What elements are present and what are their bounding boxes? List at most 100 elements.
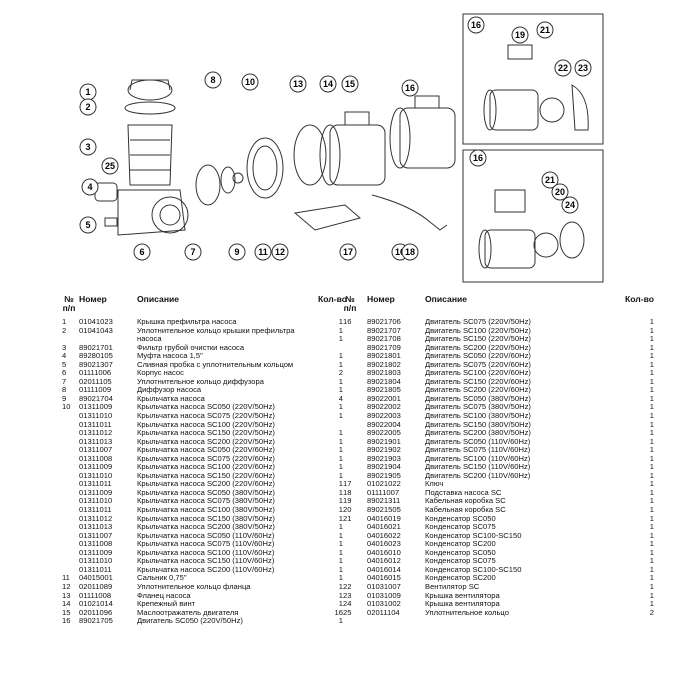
- part-description: Крышка вентилятора: [425, 599, 500, 609]
- part-quantity: 1: [338, 470, 343, 480]
- part-description: Уплотнительное кольцо фланца: [137, 581, 251, 591]
- callout-circle: [271, 243, 289, 261]
- part-quantity: 1: [338, 573, 343, 583]
- part-code: 02011105: [79, 376, 112, 386]
- diffuser-part: [195, 164, 221, 206]
- callout-circle: [133, 243, 151, 261]
- part-code: 01311011: [79, 564, 112, 574]
- callout-circle: [289, 75, 307, 93]
- part-code: 04016019: [367, 513, 401, 523]
- part-code: 01111006: [79, 368, 112, 378]
- part-description: Двигатель SC100 (380V/50Hz): [425, 411, 531, 421]
- part-description: Двигатель SC200 (110V/60Hz): [425, 470, 531, 480]
- part-quantity: 1: [649, 513, 654, 523]
- part-code: 89021707: [367, 325, 401, 335]
- part-quantity: 1: [338, 462, 343, 472]
- part-description: Крепежный винт: [137, 599, 196, 609]
- row-number: 3: [62, 342, 67, 352]
- part-code: 89021505: [367, 505, 401, 515]
- part-quantity: 1: [649, 573, 654, 583]
- part-quantity: 1: [649, 445, 654, 455]
- callout-circle: [469, 149, 487, 167]
- callout-circle: [101, 157, 119, 175]
- row-number: 13: [62, 590, 71, 600]
- part-quantity: 1: [649, 470, 654, 480]
- part-quantity: 1: [338, 590, 343, 600]
- part-code: 01111007: [367, 487, 400, 497]
- part-description: Двигатель SC050 (220V/60Hz): [425, 351, 531, 361]
- callout-circle: [561, 196, 579, 214]
- callout-label: 6: [139, 247, 144, 257]
- part-quantity: 2: [338, 368, 343, 378]
- part-description: насоса: [137, 334, 162, 344]
- part-description: Конденсатор SC075: [425, 522, 496, 532]
- part-description: Двигатель SC100 (110V/60Hz): [425, 453, 531, 463]
- callout-label: 9: [234, 247, 239, 257]
- part-quantity: 1: [649, 522, 654, 532]
- header-quantity: Кол-во: [317, 294, 347, 304]
- part-quantity: 1: [338, 445, 343, 455]
- header-code: Номер: [367, 294, 395, 304]
- part-quantity: 1: [338, 599, 343, 609]
- pump-housing-part: [117, 189, 186, 236]
- part-code: 01311011: [79, 419, 112, 429]
- part-code: 89021709: [367, 342, 401, 352]
- row-number: 8: [62, 385, 67, 395]
- part-quantity: 1: [338, 487, 343, 497]
- part-description: Конденсатор SC100-SC150: [425, 530, 522, 540]
- part-quantity: 1: [338, 428, 343, 438]
- callout-circle: [79, 216, 97, 234]
- bolt-ring-part: [293, 124, 327, 186]
- callout-circle: [536, 21, 554, 39]
- part-code: 01311007: [79, 530, 113, 540]
- part-code: 01111008: [79, 590, 112, 600]
- part-code: 89021307: [79, 359, 113, 369]
- row-number: 17: [343, 479, 352, 489]
- callout-label: 22: [558, 63, 568, 73]
- callout-circle: [319, 75, 337, 93]
- part-description: Конденсатор SC050: [425, 513, 496, 523]
- part-description: Сальник 0,75": [137, 573, 187, 583]
- callout-circle: [551, 183, 569, 201]
- callout-label: 21: [540, 25, 550, 35]
- callout-circle: [79, 98, 97, 116]
- part-code: 04016022: [367, 530, 401, 540]
- part-quantity: 1: [649, 334, 654, 344]
- part-code: 01031007: [367, 581, 401, 591]
- part-code: 01311008: [79, 539, 113, 549]
- part-code: 89021311: [367, 496, 401, 506]
- part-quantity: 1: [649, 402, 654, 412]
- part-quantity: 1: [649, 393, 654, 403]
- part-quantity: 1: [649, 351, 654, 361]
- part-description: Двигатель SC050 (380V/50Hz): [425, 393, 531, 403]
- row-number: 5: [62, 359, 67, 369]
- part-code: 89021705: [79, 616, 113, 626]
- part-quantity: 1: [649, 385, 654, 395]
- callout-circle: [401, 243, 419, 261]
- part-quantity: 1: [338, 351, 343, 361]
- strainer-basket-part: [127, 124, 173, 186]
